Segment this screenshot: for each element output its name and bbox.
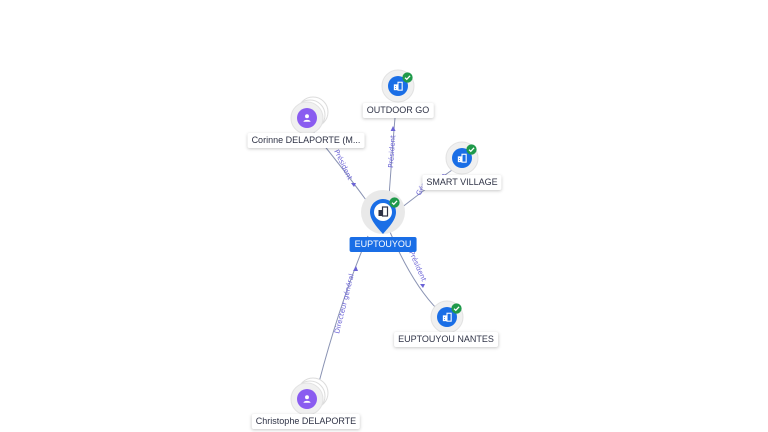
edge-outdoor-go xyxy=(388,117,396,197)
verified-icon xyxy=(402,72,413,83)
node-smart-village[interactable] xyxy=(445,141,479,175)
edge-label-christophe: Directeur général xyxy=(333,273,356,335)
verified-icon xyxy=(451,303,462,314)
arrow-outdoor-go xyxy=(390,126,396,131)
arrow-euptouyou-nantes xyxy=(420,284,425,288)
node-label-outdoor-go[interactable]: OUTDOOR GO xyxy=(362,103,434,118)
node-label-smart-village[interactable]: SMART VILLAGE xyxy=(422,175,502,190)
edge-label-corinne: Président xyxy=(332,148,354,181)
node-euptouyou-nantes[interactable] xyxy=(430,300,464,334)
edge-label-euptouyou-nantes: Président xyxy=(407,250,428,283)
node-corinne[interactable] xyxy=(290,96,329,135)
node-euptouyou[interactable] xyxy=(361,190,405,234)
edge-label-outdoor-go: Président xyxy=(387,135,397,168)
edge-christophe xyxy=(317,235,369,387)
node-label-euptouyou-nantes[interactable]: EUPTOUYOU NANTES xyxy=(394,332,498,347)
node-label-christophe[interactable]: Christophe DELAPORTE xyxy=(251,414,361,429)
node-christophe[interactable] xyxy=(290,377,329,416)
verified-icon xyxy=(389,197,400,208)
node-label-euptouyou[interactable]: EUPTOUYOU xyxy=(349,237,417,252)
building-icon xyxy=(378,206,389,217)
node-outdoor-go[interactable] xyxy=(381,69,415,103)
arrow-corinne xyxy=(351,183,356,187)
node-label-corinne[interactable]: Corinne DELAPORTE (M... xyxy=(247,133,365,148)
arrow-christophe xyxy=(353,266,358,271)
verified-icon xyxy=(466,144,477,155)
